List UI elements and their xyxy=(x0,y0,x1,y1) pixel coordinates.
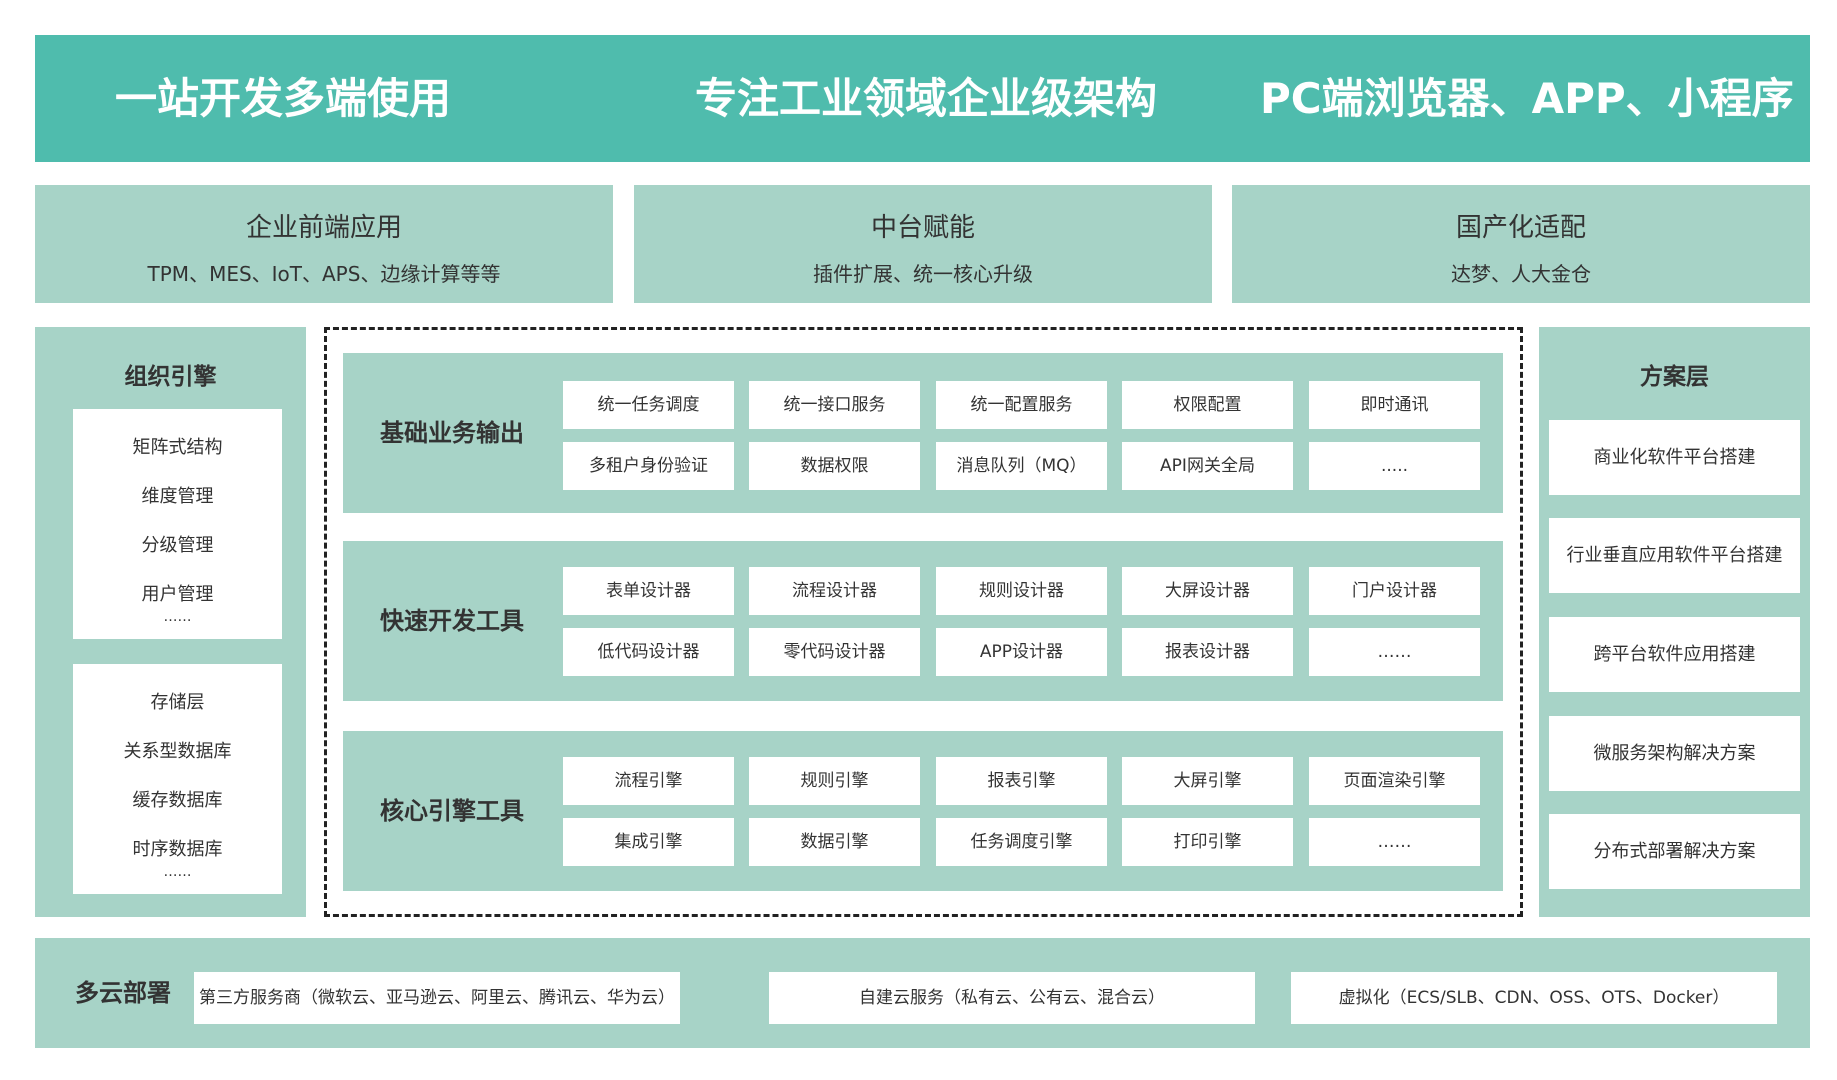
card-localization: 国产化适配 达梦、人大金仓 xyxy=(1232,185,1810,303)
group-core-engine-tools: 核心引擎工具 流程引擎 规则引擎 报表引擎 大屏引擎 页面渲染引擎 集成引擎 数… xyxy=(343,731,1503,891)
solution-layer-panel: 方案层 商业化软件平台搭建 行业垂直应用软件平台搭建 跨平台软件应用搭建 微服务… xyxy=(1539,327,1810,917)
module-cell: …… xyxy=(1309,628,1480,676)
list-item: 时序数据库 xyxy=(132,839,223,860)
cloud-option: 第三方服务商（微软云、亚马逊云、阿里云、腾讯云、华为云） xyxy=(194,972,680,1024)
module-cell: 统一配置服务 xyxy=(936,381,1107,429)
list-item: 关系型数据库 xyxy=(123,741,232,762)
list-item: 用户管理 xyxy=(141,584,214,605)
card-title: 企业前端应用 xyxy=(245,213,402,243)
card-middle-platform: 中台赋能 插件扩展、统一核心升级 xyxy=(634,185,1212,303)
multi-cloud-title: 多云部署 xyxy=(75,979,171,1007)
module-cell: 门户设计器 xyxy=(1309,567,1480,615)
module-cell: 表单设计器 xyxy=(563,567,734,615)
cloud-option: 自建云服务（私有云、公有云、混合云） xyxy=(769,972,1255,1024)
solution-item: 跨平台软件应用搭建 xyxy=(1549,617,1800,692)
module-cell: ..... xyxy=(1309,442,1480,490)
card-subtitle: 插件扩展、统一核心升级 xyxy=(813,262,1033,286)
banner-slogan-center: 专注工业领域企业级架构 xyxy=(695,74,1158,123)
storage-box: 存储层 关系型数据库 缓存数据库 时序数据库 …… xyxy=(73,664,282,894)
solution-item: 分布式部署解决方案 xyxy=(1549,814,1800,889)
module-cell: API网关全局 xyxy=(1122,442,1293,490)
group-title: 快速开发工具 xyxy=(380,607,524,635)
org-structure-box: 矩阵式结构 维度管理 分级管理 用户管理 …… xyxy=(73,409,282,639)
module-cell: 数据权限 xyxy=(749,442,920,490)
card-subtitle: 达梦、人大金仓 xyxy=(1451,262,1591,286)
module-cell: 规则引擎 xyxy=(749,757,920,805)
module-cell: …… xyxy=(1309,818,1480,866)
list-item: 维度管理 xyxy=(141,486,214,507)
solution-item: 微服务架构解决方案 xyxy=(1549,716,1800,791)
module-cell: 打印引擎 xyxy=(1122,818,1293,866)
module-cell: 页面渲染引擎 xyxy=(1309,757,1480,805)
multi-cloud-bar: 多云部署 第三方服务商（微软云、亚马逊云、阿里云、腾讯云、华为云） 自建云服务（… xyxy=(35,938,1810,1048)
list-item: 分级管理 xyxy=(141,535,214,556)
module-cell: 规则设计器 xyxy=(936,567,1107,615)
module-cell: 零代码设计器 xyxy=(749,628,920,676)
module-cell: 大屏设计器 xyxy=(1122,567,1293,615)
group-basic-business: 基础业务输出 统一任务调度 统一接口服务 统一配置服务 权限配置 即时通讯 多租… xyxy=(343,353,1503,513)
core-dashed-frame xyxy=(324,327,1523,917)
module-cell: 任务调度引擎 xyxy=(936,818,1107,866)
list-item: 存储层 xyxy=(150,692,205,713)
group-title: 基础业务输出 xyxy=(380,419,524,447)
group-title: 核心引擎工具 xyxy=(380,797,524,825)
module-cell: 低代码设计器 xyxy=(563,628,734,676)
solution-item: 商业化软件平台搭建 xyxy=(1549,420,1800,495)
module-cell: 即时通讯 xyxy=(1309,381,1480,429)
module-cell: 大屏引擎 xyxy=(1122,757,1293,805)
module-cell: 权限配置 xyxy=(1122,381,1293,429)
module-cell: 集成引擎 xyxy=(563,818,734,866)
module-cell: 多租户身份验证 xyxy=(563,442,734,490)
module-cell: 统一任务调度 xyxy=(563,381,734,429)
module-cell: 报表引擎 xyxy=(936,757,1107,805)
top-banner: 一站开发多端使用 专注工业领域企业级架构 PC端浏览器、APP、小程序 xyxy=(35,35,1810,162)
list-item: 缓存数据库 xyxy=(132,790,223,811)
card-title: 国产化适配 xyxy=(1455,213,1586,243)
list-item: 矩阵式结构 xyxy=(132,437,223,458)
org-engine-panel: 组织引擎 矩阵式结构 维度管理 分级管理 用户管理 …… 存储层 关系型数据库 … xyxy=(35,327,306,917)
banner-slogan-left: 一站开发多端使用 xyxy=(115,74,452,123)
module-cell: 数据引擎 xyxy=(749,818,920,866)
cloud-option: 虚拟化（ECS/SLB、CDN、OSS、OTS、Docker） xyxy=(1291,972,1777,1024)
module-cell: 流程引擎 xyxy=(563,757,734,805)
card-enterprise-frontend: 企业前端应用 TPM、MES、IoT、APS、边缘计算等等 xyxy=(35,185,613,303)
org-engine-title: 组织引擎 xyxy=(124,364,217,390)
module-cell: 报表设计器 xyxy=(1122,628,1293,676)
list-more: …… xyxy=(163,864,192,880)
card-title: 中台赋能 xyxy=(870,213,975,243)
solution-item: 行业垂直应用软件平台搭建 xyxy=(1549,518,1800,593)
module-cell: 流程设计器 xyxy=(749,567,920,615)
module-cell: 统一接口服务 xyxy=(749,381,920,429)
card-subtitle: TPM、MES、IoT、APS、边缘计算等等 xyxy=(147,262,501,286)
module-cell: APP设计器 xyxy=(936,628,1107,676)
solution-layer-title: 方案层 xyxy=(1640,364,1709,390)
banner-slogan-right: PC端浏览器、APP、小程序 xyxy=(1260,74,1794,123)
module-cell: 消息队列（MQ） xyxy=(936,442,1107,490)
group-rapid-dev-tools: 快速开发工具 表单设计器 流程设计器 规则设计器 大屏设计器 门户设计器 低代码… xyxy=(343,541,1503,701)
list-more: …… xyxy=(163,609,192,625)
